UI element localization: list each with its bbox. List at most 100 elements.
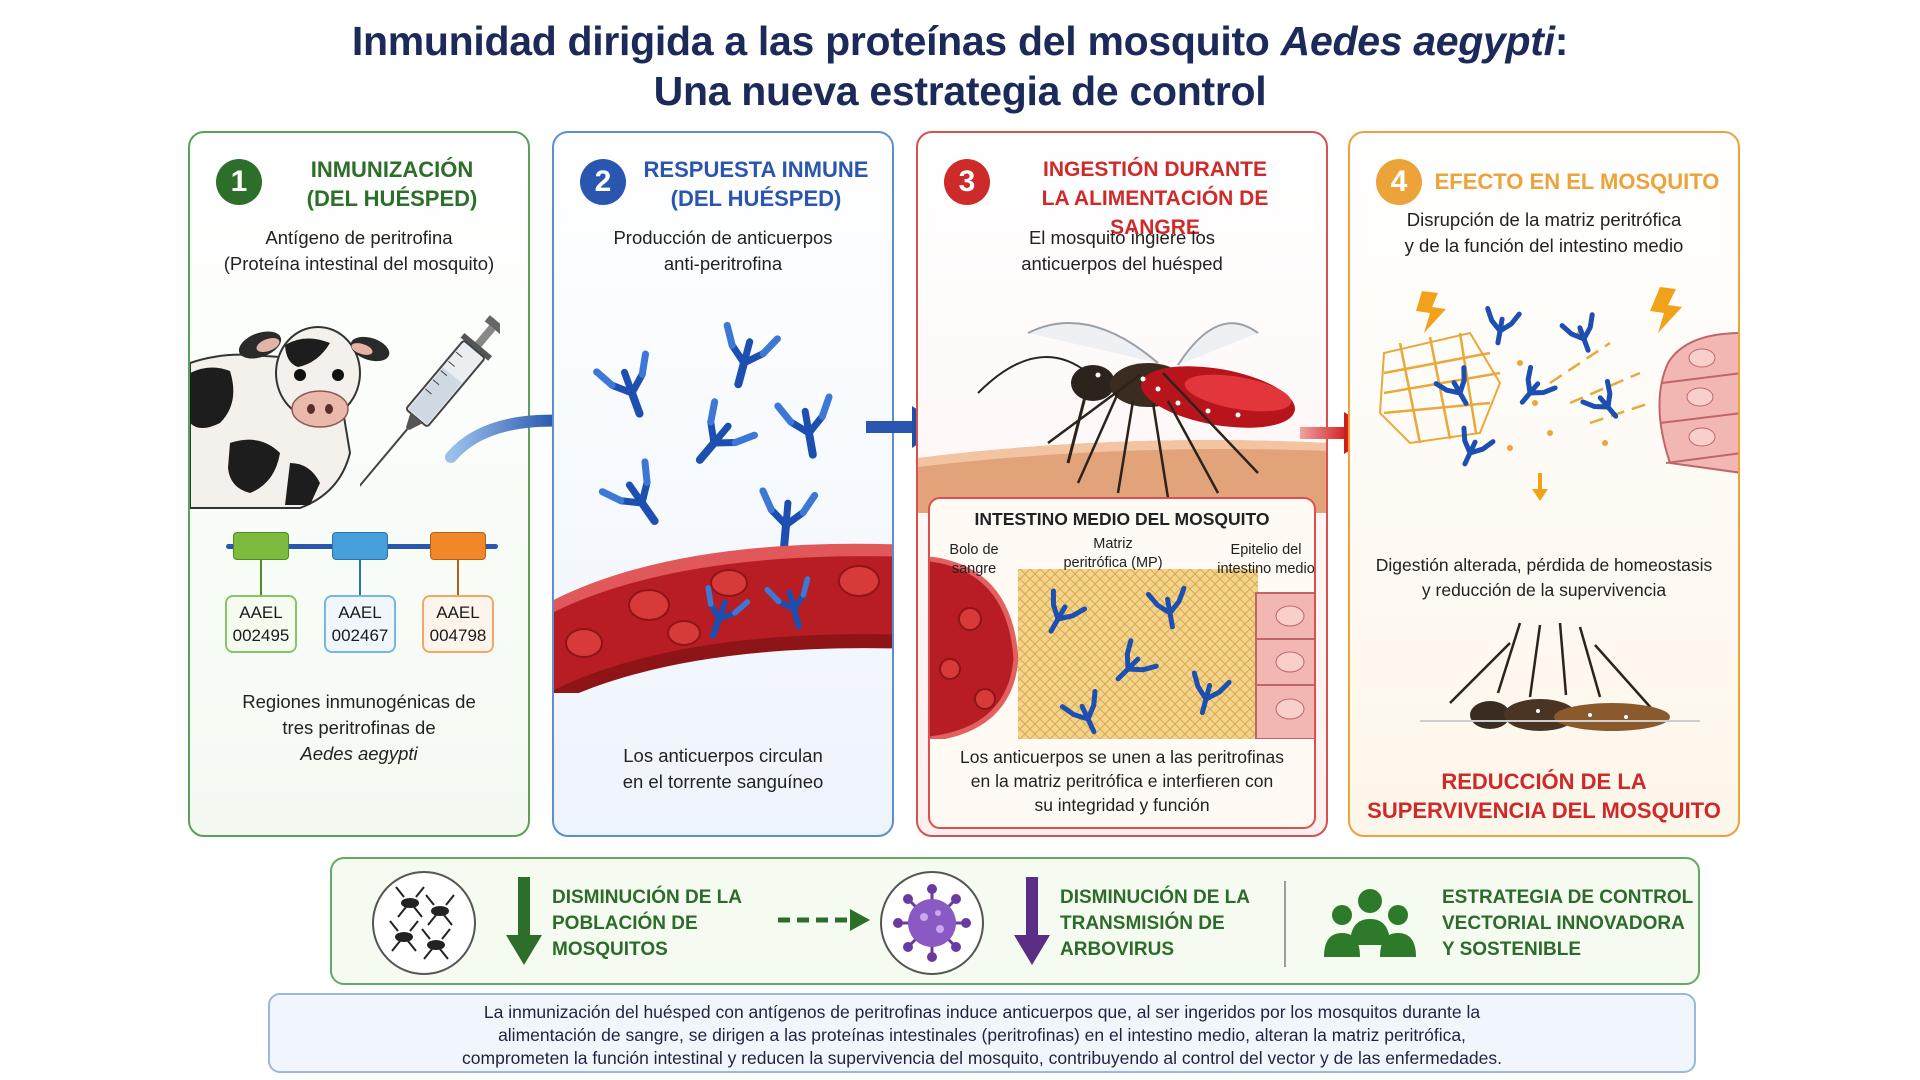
panel-1-title-line-2: (DEL HUÉSPED): [306, 186, 478, 211]
step-number-badge: 3: [944, 159, 990, 205]
label-blood-bolus-line-1: Bolo de: [949, 542, 999, 558]
outcome-transmission-line-1: DISMINUCIÓN DE LA: [1060, 887, 1250, 908]
panel-2-title-line-1: RESPUESTA INMUNE: [643, 157, 869, 182]
gene-connector-3: [457, 560, 459, 596]
panel-2-title: RESPUESTA INMUNE (DEL HUÉSPED): [630, 155, 882, 213]
dashed-arrow-icon: [778, 909, 870, 931]
panel-3-subtitle-line-2: anticuerpos del huésped: [1021, 253, 1223, 274]
lightning-icon: [1416, 287, 1682, 333]
panel-3-caption-line-3: su integridad y función: [1034, 795, 1210, 815]
panel-2-title-line-2: (DEL HUÉSPED): [670, 186, 842, 211]
gene-block-3: [430, 532, 486, 560]
panel-2-subtitle-line-1: Producción de anticuerpos: [613, 227, 833, 248]
panel-2-subtitle: Producción de anticuerpos anti-peritrofi…: [564, 225, 882, 277]
summary-line-1: La inmunización del huésped con antígeno…: [483, 1002, 1481, 1022]
outcome-population: DISMINUCIÓN DE LA POBLACIÓN DE MOSQUITOS: [552, 885, 742, 963]
panel-3-title-line-2: LA ALIMENTACIÓN DE SANGRE: [1041, 187, 1269, 239]
step-number-badge: 2: [580, 159, 626, 205]
mosquito-icon: [918, 322, 1326, 513]
outcome-population-line-1: DISMINUCIÓN DE LA: [552, 887, 742, 908]
panel-3-subtitle: El mosquito ingiere los anticuerpos del …: [928, 225, 1316, 277]
outcome-population-line-3: MOSQUITOS: [552, 939, 668, 960]
antibody-icon: [713, 325, 777, 391]
panel-4-middle-line-1: Digestión alterada, pérdida de homeostas…: [1375, 555, 1713, 575]
page-title: Inmunidad dirigida a las proteínas del m…: [0, 16, 1920, 116]
outcomes-bar: DISMINUCIÓN DE LA POBLACIÓN DE MOSQUITOS…: [330, 857, 1700, 985]
gene-3-id: 004798: [429, 626, 487, 645]
step-number-badge: 1: [216, 159, 262, 205]
panel-1-subtitle: Antígeno de peritrofina (Proteína intest…: [200, 225, 518, 277]
gene-label-2: AAEL 002467: [324, 595, 396, 653]
panel-ingestion: 3 INGESTIÓN DURANTE LA ALIMENTACIÓN DE S…: [916, 131, 1328, 837]
panel-4-title: EFECTO EN EL MOSQUITO: [1426, 167, 1728, 196]
label-epithelium-line-1: Epitelio del: [1230, 542, 1302, 558]
panel-3-subtitle-line-1: El mosquito ingiere los: [1028, 227, 1216, 248]
outcome-strategy-line-1: ESTRATEGIA DE CONTROL: [1442, 887, 1694, 908]
gene-1-prefix: AAEL: [239, 603, 283, 622]
panel-1-title: INMUNIZACIÓN (DEL HUÉSPED): [266, 155, 518, 213]
panel-2-subtitle-line-2: anti-peritrofina: [663, 253, 783, 274]
antibody-icon: [680, 402, 755, 477]
label-peritrophic-matrix: Matriz peritrófica (MP): [1048, 535, 1178, 573]
panel-1-caption-line-2: tres peritrofinas de: [282, 717, 436, 738]
gene-label-1: AAEL 002495: [225, 595, 297, 653]
gene-connector-2: [359, 560, 361, 596]
outcome-strategy-line-3: Y SOSTENIBLE: [1442, 939, 1582, 960]
panel-4-result: REDUCCIÓN DE LA SUPERVIVENCIA DEL MOSQUI…: [1360, 767, 1728, 825]
panel-1-header: 1 INMUNIZACIÓN (DEL HUÉSPED): [208, 151, 518, 213]
cow-icon: [190, 326, 390, 509]
panel-1-subtitle-line-1: Antígeno de peritrofina: [265, 227, 453, 248]
mosquito-population-icon: [372, 871, 476, 975]
outcome-transmission-line-2: TRANSMISIÓN DE: [1060, 913, 1225, 934]
panel-4-title-line-1: EFECTO EN EL MOSQUITO: [1434, 169, 1720, 194]
virus-icon: [880, 871, 984, 975]
antibody-icon: [758, 491, 815, 549]
outcome-population-line-2: POBLACIÓN DE: [552, 913, 698, 934]
panel-immune-response: 2 RESPUESTA INMUNE (DEL HUÉSPED) Producc…: [552, 131, 894, 837]
summary-box: La inmunización del huésped con antígeno…: [268, 993, 1696, 1073]
label-blood-bolus-line-2: sangre: [951, 561, 997, 577]
gene-1-id: 002495: [232, 626, 290, 645]
midgut-inset-title: INTESTINO MEDIO DEL MOSQUITO: [974, 509, 1270, 529]
midgut-illustration: [930, 556, 1314, 739]
title-line-2: Una nueva estrategia de control: [653, 68, 1267, 114]
panel-4-middle-text: Digestión alterada, pérdida de homeostas…: [1360, 553, 1728, 603]
panel-4-subtitle-line-1: Disrupción de la matriz peritrófica: [1406, 209, 1682, 230]
panel-4-result-line-2: SUPERVIVENCIA DEL MOSQUITO: [1367, 798, 1721, 823]
decrease-arrow-icon: [506, 877, 542, 965]
panel-3-header: 3 INGESTIÓN DURANTE LA ALIMENTACIÓN DE S…: [936, 151, 1316, 239]
label-matrix-line-1: Matriz: [1093, 536, 1133, 552]
gene-3-prefix: AAEL: [436, 603, 480, 622]
summary-line-3: comprometen la función intestinal y redu…: [462, 1048, 1502, 1068]
antibody-icon: [602, 462, 676, 536]
title-prefix: Inmunidad dirigida a las proteínas del m…: [351, 18, 1281, 64]
panel-1-caption: Regiones inmunogénicas de tres peritrofi…: [200, 689, 518, 767]
decrease-arrow-icon: [1014, 877, 1050, 965]
midgut-inset: INTESTINO MEDIO DEL MOSQUITO: [928, 497, 1316, 829]
gene-2-id: 002467: [331, 626, 389, 645]
label-blood-bolus: Bolo de sangre: [936, 541, 1012, 579]
panel-3-caption-line-1: Los anticuerpos se unen a las peritrofin…: [960, 747, 1284, 767]
panel-4-subtitle-line-2: y de la función del intestino medio: [1404, 235, 1684, 256]
gene-label-3: AAEL 004798: [422, 595, 494, 653]
antibodies-illustration: [554, 313, 892, 693]
panel-3-caption-line-2: en la matriz peritrófica e interfieren c…: [970, 771, 1274, 791]
panel-1-title-line-1: INMUNIZACIÓN: [310, 157, 474, 182]
panel-4-header: 4 EFECTO EN EL MOSQUITO: [1368, 151, 1728, 213]
gene-block-2: [332, 532, 388, 560]
title-line-1: Inmunidad dirigida a las proteínas del m…: [0, 16, 1920, 66]
panel-3-caption: Los anticuerpos se unen a las peritrofin…: [940, 745, 1304, 817]
disrupted-matrix-illustration: [1378, 287, 1738, 501]
summary-line-2: alimentación de sangre, se dirigen a las…: [498, 1025, 1466, 1045]
panel-effect: 4 EFECTO EN EL MOSQUITO Disrupción de la…: [1348, 131, 1740, 837]
antibody-icon: [778, 397, 839, 459]
blood-vessel-icon: [554, 543, 892, 693]
outcome-transmission-line-3: ARBOVIRUS: [1060, 939, 1175, 960]
step-number-badge: 4: [1376, 159, 1422, 205]
panel-2-caption: Los anticuerpos circulan en el torrente …: [564, 743, 882, 795]
outcomes-divider: [1284, 881, 1286, 967]
gene-block-1: [233, 532, 289, 560]
antibody-icon: [597, 354, 664, 423]
panel-1-caption-species: Aedes aegypti: [300, 743, 418, 764]
panel-immunization: 1 INMUNIZACIÓN (DEL HUÉSPED) Antígeno de…: [188, 131, 530, 837]
